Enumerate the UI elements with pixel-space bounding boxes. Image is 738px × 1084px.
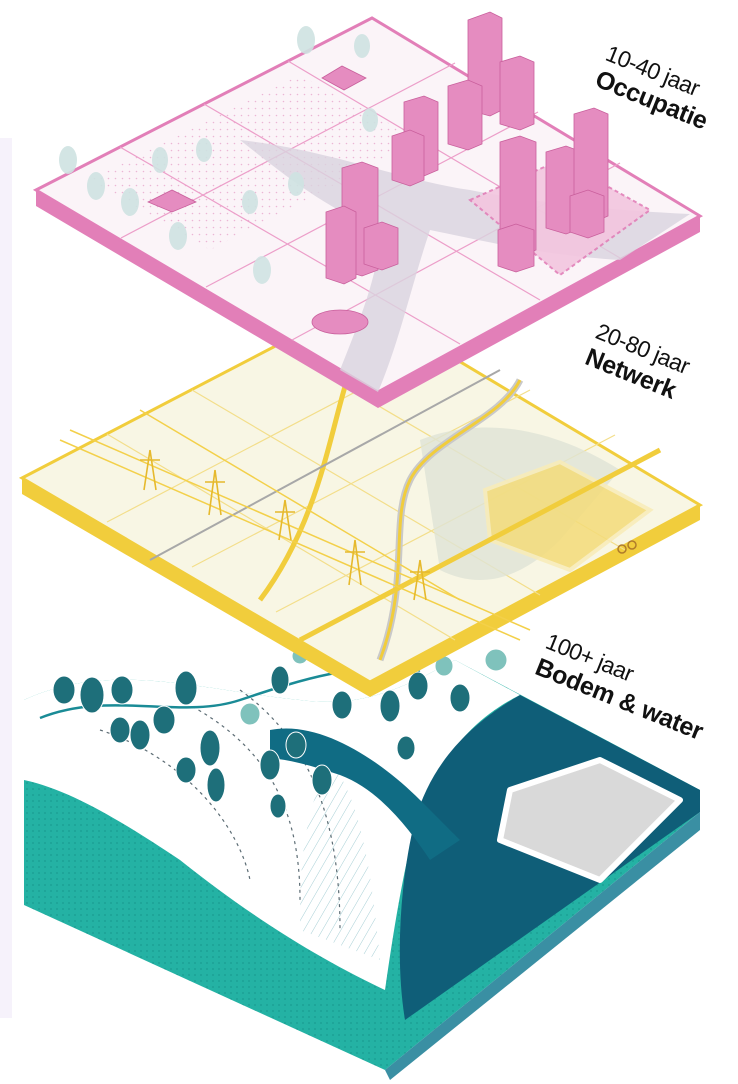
netwerk-main-axis bbox=[298, 447, 662, 643]
building-8 bbox=[363, 221, 399, 271]
left-panel-background bbox=[0, 138, 12, 1018]
building-12 bbox=[569, 189, 605, 239]
building-stadium bbox=[311, 309, 369, 335]
occupatie-trees bbox=[59, 26, 378, 284]
bodem-gray-island bbox=[497, 757, 683, 883]
bodem-trees bbox=[52, 665, 471, 819]
netwerk-node-2 bbox=[627, 540, 637, 550]
building-2 bbox=[499, 55, 535, 131]
netwerk-road-2-yellow bbox=[378, 379, 522, 661]
bodem-hatched-field bbox=[300, 760, 380, 960]
building-5 bbox=[391, 129, 425, 187]
layer-occupatie bbox=[32, 11, 704, 408]
netwerk-road-1 bbox=[257, 369, 353, 602]
building-14 bbox=[147, 189, 197, 213]
building-3 bbox=[447, 79, 483, 151]
netwerk-slab-side bbox=[22, 478, 700, 697]
layer-bodem-water bbox=[24, 647, 700, 1080]
building-15 bbox=[321, 65, 367, 91]
netwerk-rail bbox=[149, 369, 501, 561]
bodem-water-edge bbox=[385, 812, 700, 1080]
building-13 bbox=[497, 223, 535, 273]
bodem-contour-3 bbox=[99, 729, 251, 881]
netwerk-power-lines bbox=[59, 409, 531, 641]
layer-netwerk bbox=[18, 300, 704, 697]
netwerk-pylons bbox=[140, 449, 430, 601]
netwerk-node-1 bbox=[617, 544, 627, 554]
occupatie-slab-side bbox=[36, 190, 700, 408]
netwerk-district bbox=[482, 459, 654, 573]
building-7 bbox=[325, 205, 357, 285]
occupatie-buildings bbox=[147, 11, 609, 335]
netwerk-slab-top bbox=[18, 300, 704, 684]
bodem-river bbox=[270, 728, 460, 860]
